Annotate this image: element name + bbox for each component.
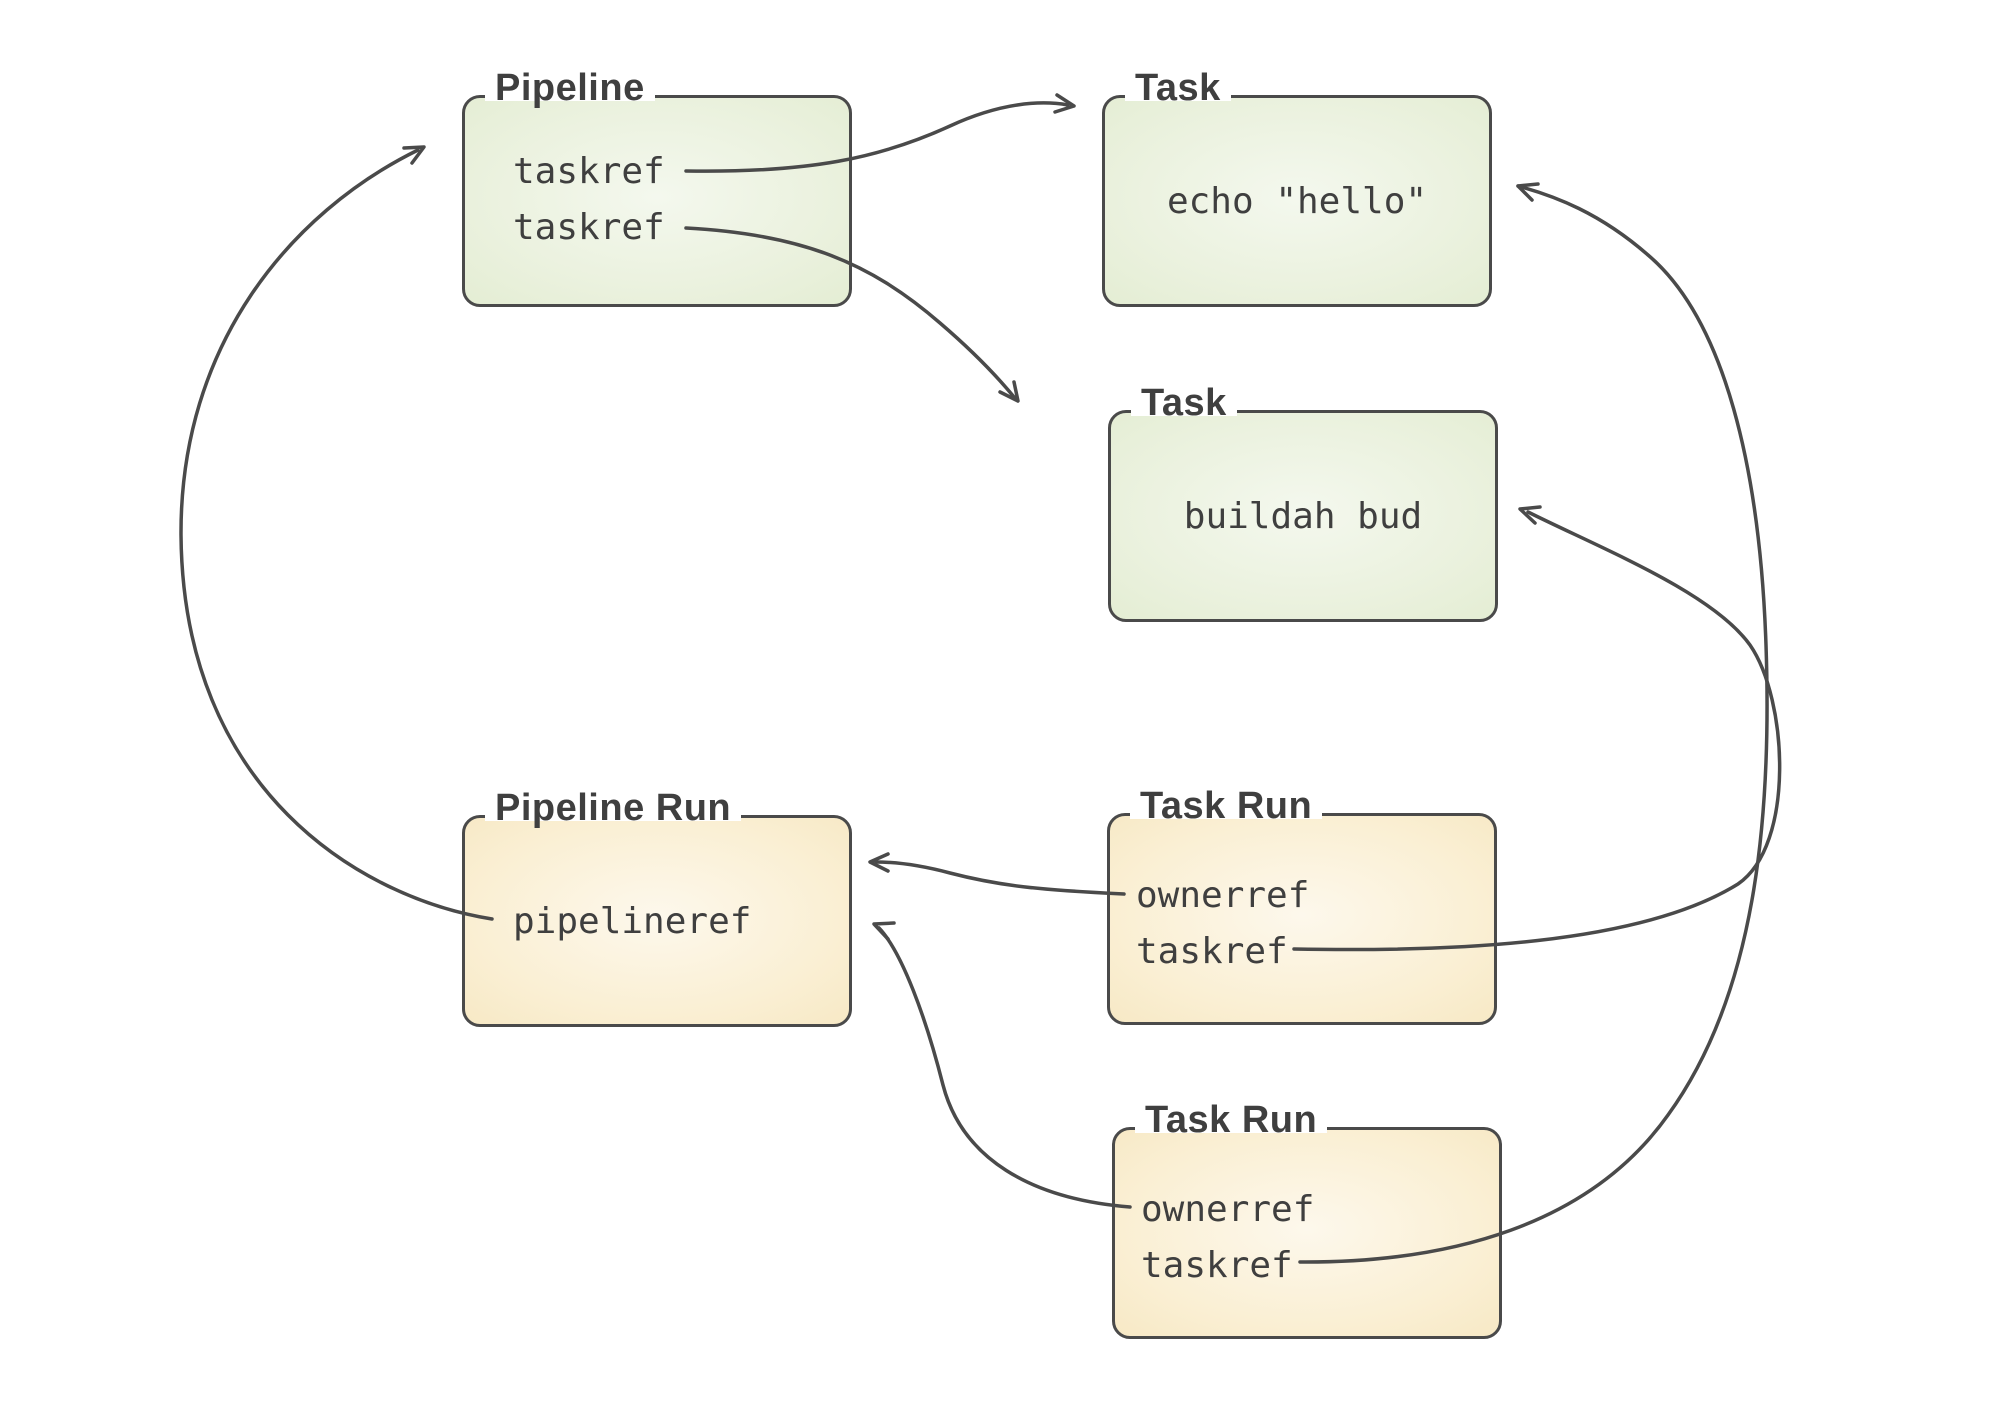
node-task-run-2-body: ownerref taskref [1115, 1130, 1499, 1336]
pipeline-field-taskref-2: taskref [513, 207, 665, 248]
task-echo-command: echo "hello" [1166, 180, 1428, 222]
arrow-taskrun2-taskref-to-task-echo [1298, 182, 1769, 1264]
node-pipeline-run-title: Pipeline Run [485, 786, 742, 829]
arrow-taskrun1-ownerref-to-pipelinerun [868, 852, 1126, 896]
node-task-run-1-title: Task Run [1130, 784, 1323, 827]
node-task-run-1-body: ownerref taskref [1110, 816, 1494, 1022]
task-buildah-command: buildah bud [1183, 495, 1423, 537]
node-task-echo-title: Task [1125, 66, 1231, 109]
taskrun2-field-taskref: taskref [1141, 1245, 1293, 1286]
node-task-run-2: Task Run ownerref taskref [1112, 1098, 1502, 1339]
node-task-buildah-body: buildah bud [1111, 413, 1495, 619]
taskrun1-field-taskref: taskref [1136, 931, 1288, 972]
node-pipeline-run-body: pipelineref [465, 818, 849, 1024]
pipeline-field-taskref-1: taskref [513, 151, 665, 192]
node-task-echo-body: echo "hello" [1105, 98, 1489, 304]
node-task-echo: Task echo "hello" [1102, 66, 1492, 307]
arrow-taskrun2-ownerref-to-pipelinerun [872, 921, 1132, 1209]
node-task-buildah-title: Task [1131, 381, 1237, 424]
node-pipeline-run: Pipeline Run pipelineref [462, 786, 852, 1027]
node-task-run-1: Task Run ownerref taskref [1107, 784, 1497, 1025]
node-pipeline: Pipeline taskref taskref [462, 66, 852, 307]
node-pipeline-title: Pipeline [485, 66, 655, 109]
arrow-pipelineref-to-pipeline [179, 145, 494, 921]
node-pipeline-body: taskref taskref [465, 98, 849, 304]
node-task-buildah: Task buildah bud [1108, 381, 1498, 622]
taskrun2-field-ownerref: ownerref [1141, 1189, 1315, 1230]
pipelinerun-field-pipelineref: pipelineref [513, 901, 752, 942]
node-task-run-2-title: Task Run [1135, 1098, 1328, 1141]
taskrun1-field-ownerref: ownerref [1136, 875, 1310, 916]
